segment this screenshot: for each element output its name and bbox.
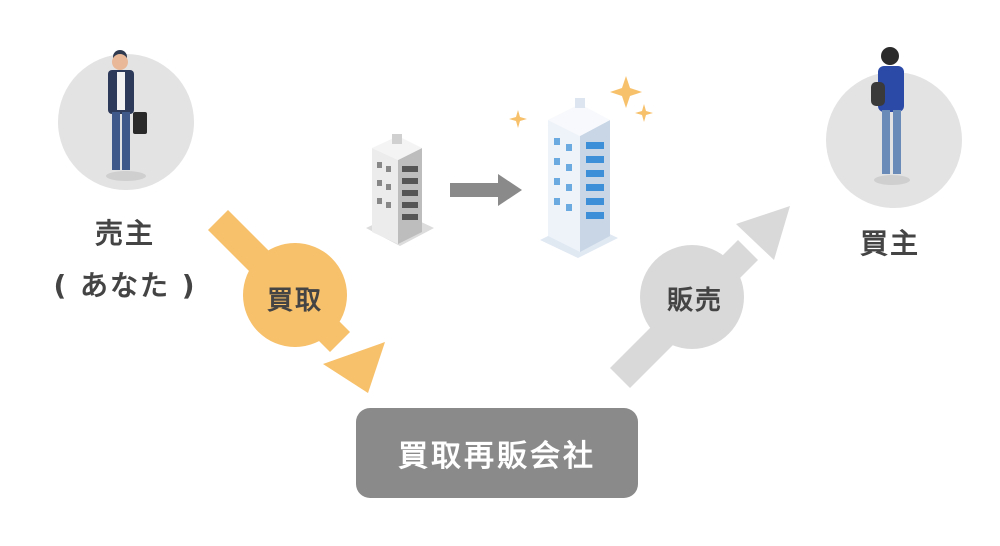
renovated-building-icon bbox=[540, 98, 618, 258]
resale-company-box: 買取再販会社 bbox=[356, 408, 638, 498]
buy-step-label: 買取 bbox=[266, 286, 323, 316]
seller-label: 売主 ( あなた ) bbox=[40, 208, 210, 312]
seller-title: 売主 bbox=[94, 217, 155, 250]
sell-step-label: 販売 bbox=[666, 286, 723, 316]
renovation-arrow bbox=[450, 174, 522, 206]
sparkle-icon bbox=[509, 76, 653, 128]
sell-step-badge bbox=[640, 245, 744, 349]
buyer-person-icon bbox=[826, 47, 962, 208]
resale-company-label: 買取再販会社 bbox=[398, 439, 596, 474]
buy-step-badge bbox=[243, 243, 347, 347]
old-building-icon bbox=[366, 134, 434, 246]
buy-arrow bbox=[208, 210, 385, 393]
buyer-label: 買主 bbox=[859, 227, 920, 260]
sell-arrow bbox=[610, 206, 790, 388]
seller-person-icon bbox=[58, 50, 194, 190]
seller-subtitle: ( あなた ) bbox=[53, 269, 197, 302]
